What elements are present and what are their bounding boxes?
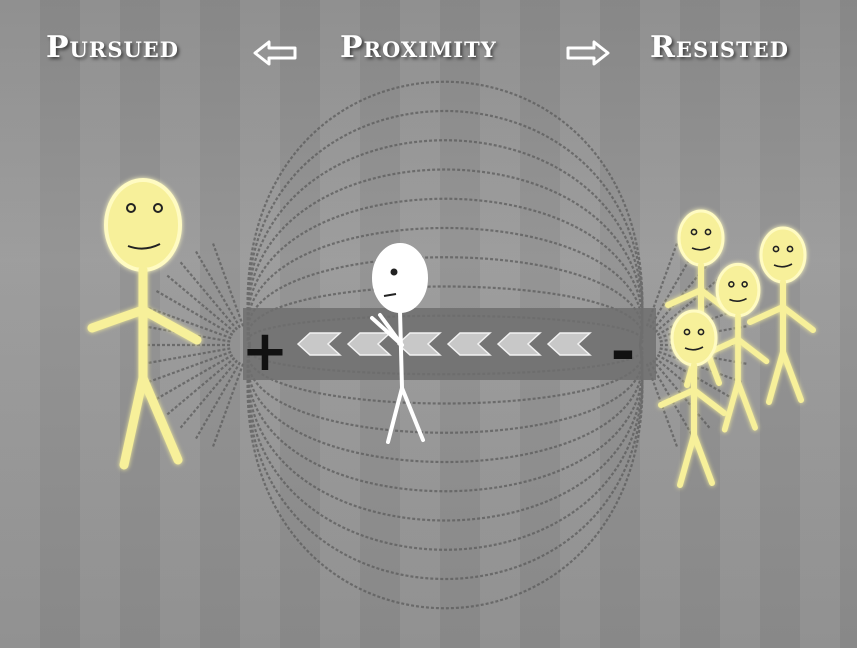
- resisted-person: [703, 262, 770, 433]
- field-spike: [211, 241, 245, 327]
- pursued-person: [87, 178, 202, 470]
- field-spike: [211, 363, 245, 449]
- field-spike: [654, 273, 725, 333]
- field-line: [246, 344, 644, 522]
- field-line: [246, 197, 644, 346]
- resisted-person: [658, 309, 727, 488]
- field-line: [246, 344, 644, 434]
- field-spike: [146, 306, 232, 340]
- chevron-left-icon: [346, 332, 392, 356]
- chevron-left-icon: [496, 332, 542, 356]
- middle-person-face: [383, 268, 398, 297]
- proximity-label: Proximity: [340, 30, 497, 65]
- field-spike: [154, 289, 234, 336]
- field-spike: [146, 350, 232, 384]
- field-spike: [141, 347, 231, 366]
- field-line: [246, 256, 644, 346]
- field-spike: [194, 361, 241, 441]
- pursued-label: Pursued: [46, 30, 180, 65]
- chevron-left-icon: [296, 332, 342, 356]
- positive-pole-symbol: +: [242, 319, 289, 384]
- hollow-right-arrow-icon: [566, 40, 610, 66]
- field-spike: [165, 273, 236, 333]
- resisted-people-group: [658, 209, 816, 488]
- hollow-left-arrow-icon: [253, 40, 297, 66]
- field-line: [246, 109, 644, 346]
- field-spike: [658, 350, 744, 384]
- pursued-person-face: [126, 203, 163, 250]
- magnet-bar: + -: [242, 308, 656, 387]
- field-spike: [649, 249, 696, 329]
- negative-pole-symbol: -: [611, 317, 636, 387]
- field-line: [246, 227, 644, 346]
- field-spike: [154, 354, 234, 401]
- field-line: [246, 344, 644, 581]
- resisted-person-face: [728, 281, 748, 302]
- field-line: [246, 344, 644, 493]
- chevron-left-icon: [546, 332, 592, 356]
- resisted-person-face: [772, 245, 794, 268]
- resisted-person: [747, 226, 816, 405]
- field-line: [246, 168, 644, 346]
- field-spike: [178, 260, 238, 331]
- chevron-left-icon: [396, 332, 442, 356]
- chevron-row: [296, 332, 592, 356]
- field-spike: [194, 249, 241, 329]
- resisted-label: Resisted: [650, 30, 789, 65]
- resisted-person-face: [683, 328, 705, 351]
- resisted-person-face: [690, 228, 712, 251]
- field-spike: [178, 359, 238, 430]
- field-line: [246, 344, 644, 551]
- chevron-left-icon: [446, 332, 492, 356]
- field-spike: [165, 357, 236, 417]
- field-line: [246, 344, 644, 463]
- field-line: [246, 139, 644, 346]
